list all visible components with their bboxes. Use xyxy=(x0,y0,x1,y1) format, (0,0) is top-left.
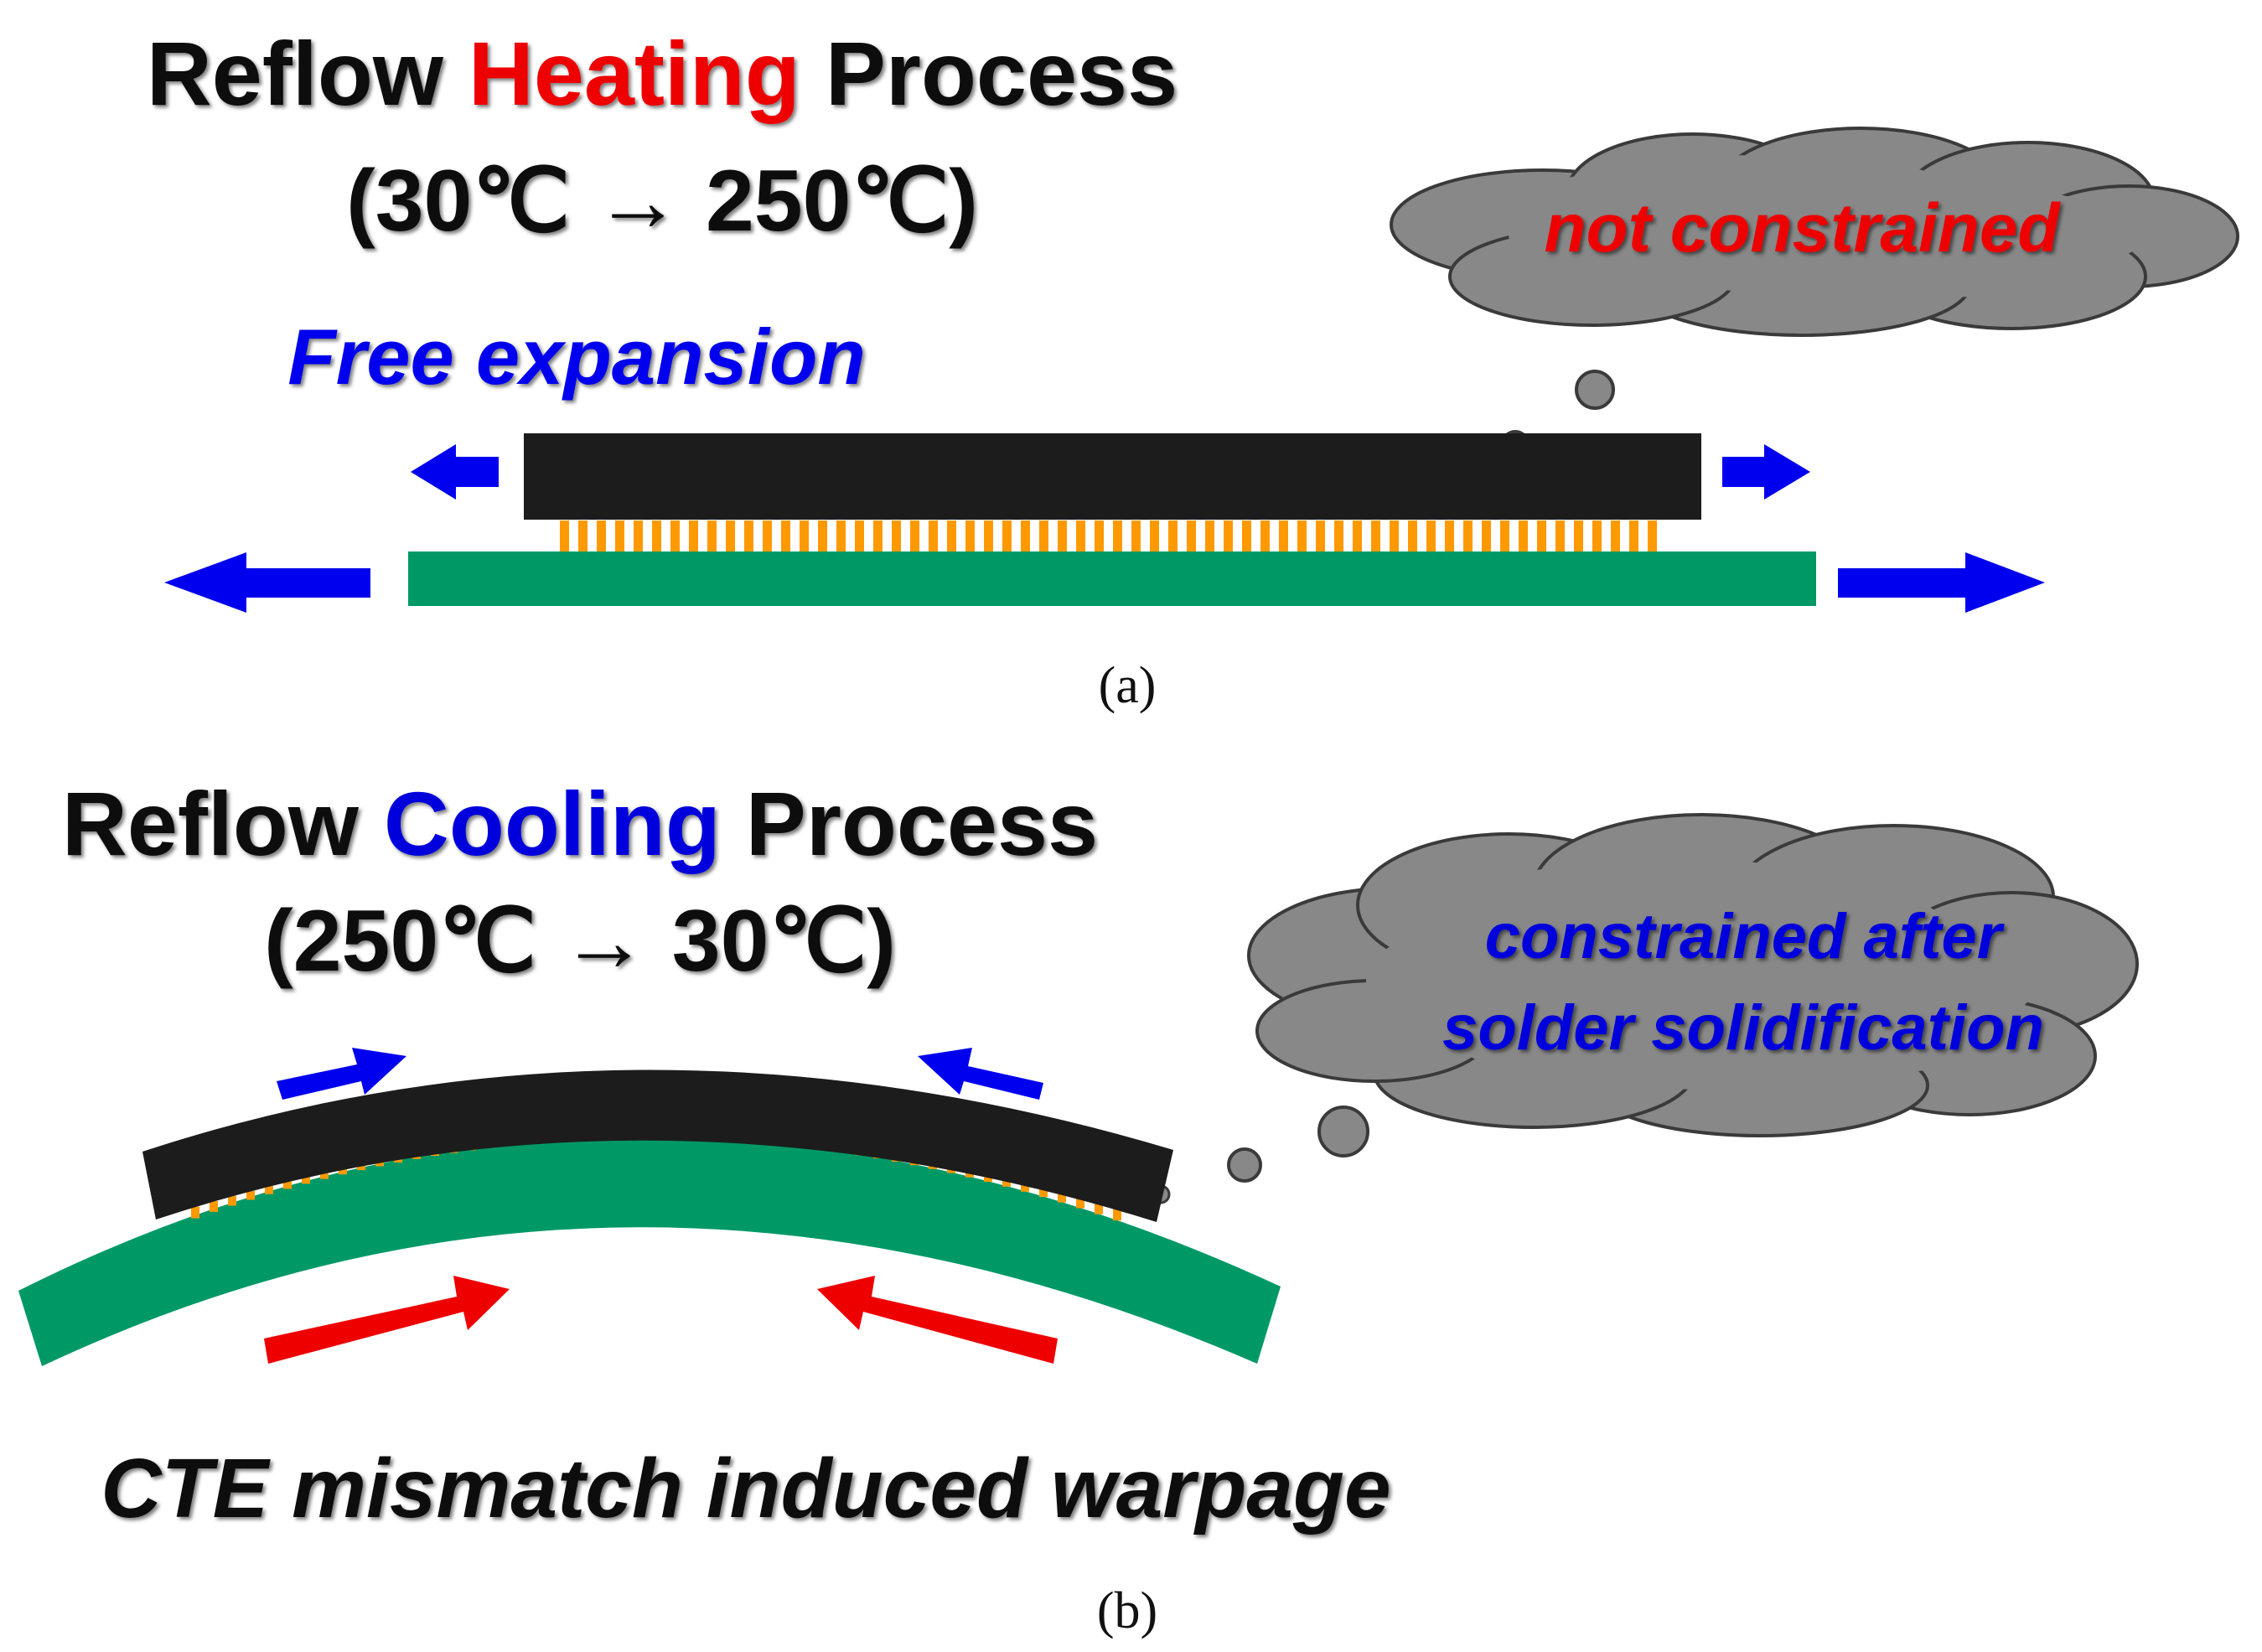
solder-bump xyxy=(394,1158,402,1163)
arrow-chip-right xyxy=(918,1048,1043,1100)
solder-bump xyxy=(965,1171,974,1178)
arrow-substrate-left xyxy=(264,1276,510,1364)
arrow-left-chip xyxy=(411,444,499,500)
bubble-text-b-line2: solder solidification xyxy=(1442,992,2044,1064)
solder-bump xyxy=(1058,1192,1066,1203)
arrow-right-substrate xyxy=(1838,552,2045,613)
solder-bump xyxy=(412,1156,421,1159)
panel-b-title: Reflow Cooling Process xyxy=(62,773,1098,874)
solder-bump xyxy=(228,1195,236,1206)
panel-b-temps: (250℃ → 30℃) xyxy=(264,893,896,990)
solder-row-b xyxy=(191,1141,1121,1221)
solder-row-a xyxy=(560,520,1662,552)
substrate-a xyxy=(408,552,1816,606)
arrow-right-chip xyxy=(1722,444,1810,500)
solder-bump xyxy=(357,1165,365,1171)
arrow-left-substrate xyxy=(164,552,370,613)
caption-a: (a) xyxy=(1099,657,1157,714)
thought-dot-medium xyxy=(1227,1147,1262,1183)
title-suffix: Process xyxy=(721,773,1098,874)
solder-bump xyxy=(984,1175,992,1183)
title-suffix: Process xyxy=(800,23,1178,124)
panel-b: Reflow Cooling Process (250℃ → 30℃) con xyxy=(18,773,2139,1639)
panel-a-temps: (30℃ → 250℃) xyxy=(346,153,978,250)
thought-dot-large xyxy=(1575,370,1615,410)
bubble-text-a: not constrained xyxy=(1544,190,2061,267)
arrow-chip-left xyxy=(277,1048,406,1100)
chip-a xyxy=(524,433,1701,520)
title-prefix: Reflow xyxy=(62,773,384,874)
bottom-label: CTE mismatch induced warpage xyxy=(101,1442,1390,1535)
solder-bump xyxy=(302,1177,310,1184)
solder-bump xyxy=(947,1168,955,1173)
chip-b xyxy=(142,1069,1173,1222)
solder-bump xyxy=(265,1186,273,1194)
caption-b: (b) xyxy=(1097,1582,1157,1639)
panel-a-title: Reflow Heating Process xyxy=(147,23,1178,124)
solder-bump xyxy=(1002,1178,1011,1187)
thought-cloud-b xyxy=(1151,813,2139,1204)
panel-a: Reflow Heating Process (30℃ → 250℃) not … xyxy=(147,23,2239,714)
thought-cloud-a xyxy=(1390,127,2239,500)
solder-bump xyxy=(339,1168,347,1175)
solder-bump xyxy=(1021,1183,1029,1192)
solder-bump xyxy=(1113,1207,1121,1221)
bubble-text-b-line1: constrained after xyxy=(1485,901,2006,972)
solder-bump xyxy=(1039,1188,1048,1198)
solder-bump xyxy=(1076,1197,1084,1209)
arrow-substrate-right xyxy=(817,1276,1058,1364)
solder-bump xyxy=(1095,1202,1103,1214)
title-prefix: Reflow xyxy=(147,23,468,124)
solder-bump xyxy=(246,1190,255,1200)
solder-bump xyxy=(210,1201,218,1212)
heating-word: Heating xyxy=(468,23,800,124)
solder-bump xyxy=(431,1153,439,1157)
solder-bump xyxy=(375,1162,384,1167)
solder-bump xyxy=(191,1206,199,1219)
solder-bump xyxy=(283,1181,292,1189)
free-expansion-label: Free expansion xyxy=(287,313,866,401)
thought-dot-large xyxy=(1317,1106,1369,1157)
cooling-word: Cooling xyxy=(384,773,721,874)
solder-bump xyxy=(320,1173,329,1179)
substrate-b xyxy=(18,1137,1281,1366)
